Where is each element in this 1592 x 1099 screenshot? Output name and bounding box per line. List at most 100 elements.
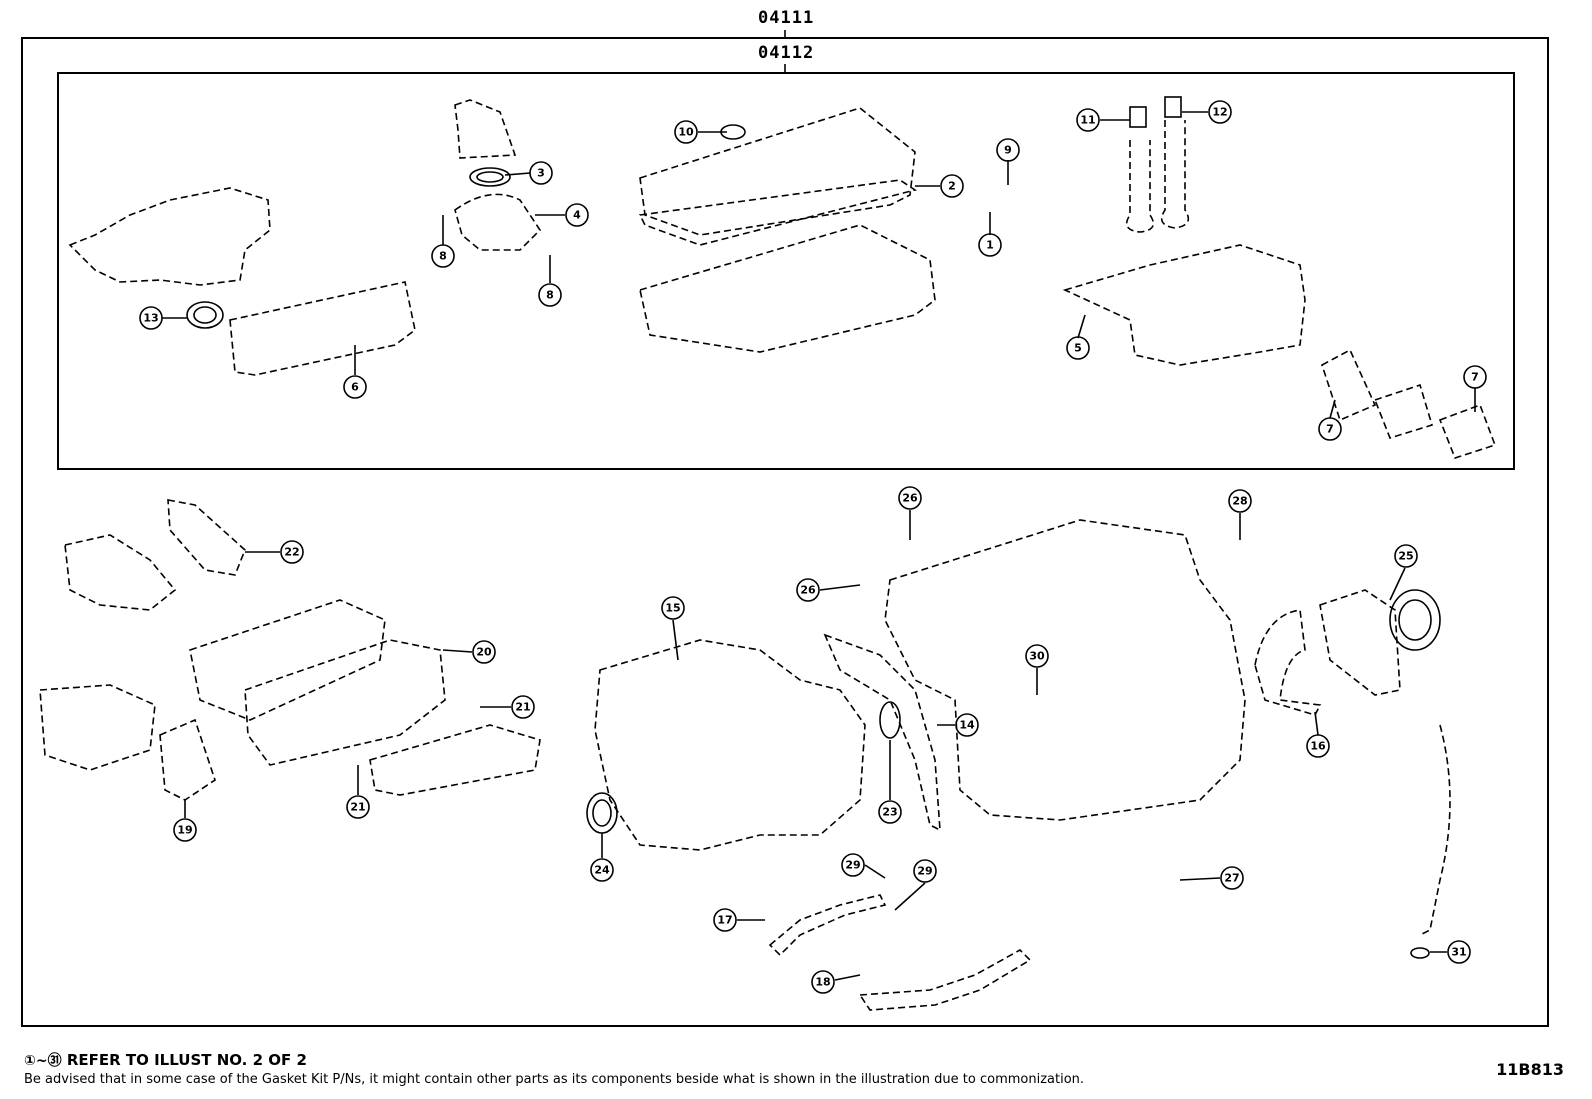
part-outlines <box>39 99 1497 1011</box>
seal-24 <box>586 792 618 834</box>
callout-label: 1 <box>986 239 994 252</box>
disclaimer-text: Be advised that in some case of the Gask… <box>24 1072 1085 1087</box>
kit-number-inner: 04112 <box>758 43 815 63</box>
oil-cooler <box>369 724 541 796</box>
callout-label: 5 <box>1074 342 1082 355</box>
refer-text: REFER TO ILLUST NO. 2 OF 2 <box>66 1051 307 1069</box>
dipstick <box>1419 724 1451 936</box>
callout-label: 25 <box>1398 550 1413 563</box>
refer-range: ①~㉛ <box>24 1053 62 1069</box>
callout-28 <box>1228 489 1252 513</box>
water-pump-top <box>454 193 542 251</box>
callout-label: 20 <box>476 646 492 659</box>
callout-30 <box>1025 644 1049 668</box>
callout-18 <box>811 970 835 994</box>
callout-13 <box>139 306 163 330</box>
callout-label: 30 <box>1029 650 1045 663</box>
callout-label: 10 <box>678 126 694 139</box>
callout-22 <box>280 540 304 564</box>
oil-pipe <box>768 894 887 957</box>
seal-3 <box>469 167 511 187</box>
callout-label: 3 <box>537 167 545 180</box>
callout-label: 26 <box>800 584 816 597</box>
callout-label: 8 <box>439 250 447 263</box>
callout-label: 7 <box>1471 371 1479 384</box>
callout-label: 24 <box>594 864 610 877</box>
callout-label: 26 <box>902 492 918 505</box>
callout-10 <box>674 120 698 144</box>
outer-kit-frame <box>21 37 1549 1027</box>
callout-label: 8 <box>546 289 554 302</box>
callout-12 <box>1208 100 1232 124</box>
callout-14 <box>955 713 979 737</box>
water-pump <box>64 534 177 611</box>
callout-circles <box>139 100 1487 994</box>
callout-label: 31 <box>1451 946 1466 959</box>
callout-7a <box>1318 417 1342 441</box>
callout-label: 22 <box>284 546 299 559</box>
timing-housing <box>594 639 866 851</box>
seal-25 <box>1389 589 1441 651</box>
callout-16 <box>1306 734 1330 758</box>
seal-23 <box>879 701 901 739</box>
callout-label: 9 <box>1004 144 1012 157</box>
callout-label: 29 <box>917 865 932 878</box>
stem-seal-11 <box>1129 106 1147 128</box>
callout-label: 27 <box>1224 872 1239 885</box>
callout-21b <box>346 795 370 819</box>
timing-cover-upper <box>189 599 386 721</box>
callout-27 <box>1220 866 1244 890</box>
callout-2 <box>940 174 964 198</box>
callout-label: 2 <box>948 180 956 193</box>
inner-kit-frame <box>57 72 1515 470</box>
timing-cover-gasket <box>244 639 446 766</box>
water-outlet <box>454 99 517 159</box>
seals <box>186 96 1441 959</box>
cylinder-head <box>639 224 936 353</box>
manifold-left <box>68 187 271 286</box>
manifold-right <box>1062 244 1306 366</box>
callout-label: 12 <box>1212 106 1227 119</box>
valve-1 <box>1125 140 1155 233</box>
turbo-gasket-2 <box>1438 403 1497 459</box>
seal-13 <box>186 301 224 329</box>
callout-19 <box>173 818 197 842</box>
rear-seal-gasket <box>1254 609 1322 716</box>
callout-label: 17 <box>717 914 732 927</box>
callout-4 <box>565 203 589 227</box>
oil-strainer <box>858 949 1032 1011</box>
refer-note: ①~㉛ REFER TO ILLUST NO. 2 OF 2 <box>24 1050 307 1070</box>
callout-5 <box>1066 336 1090 360</box>
turbo-gasket <box>1321 348 1377 422</box>
callout-7b <box>1463 365 1487 389</box>
callout-1 <box>978 233 1002 257</box>
seal-31 <box>1410 947 1430 959</box>
callout-29b <box>913 859 937 883</box>
callout-label: 18 <box>815 976 830 989</box>
rear-seal-retainer <box>1319 589 1401 696</box>
callout-15 <box>661 596 685 620</box>
head-cover <box>639 107 916 236</box>
callout-label: 21 <box>515 701 530 714</box>
callout-8b <box>538 283 562 307</box>
callout-29a <box>841 853 865 877</box>
callout-label: 15 <box>665 602 680 615</box>
callout-3 <box>529 161 553 185</box>
callout-label: 6 <box>351 381 359 394</box>
timing-gasket <box>823 633 941 832</box>
callout-label: 4 <box>573 209 581 222</box>
callout-31 <box>1447 940 1471 964</box>
callout-6 <box>343 375 367 399</box>
callout-label: 14 <box>959 719 975 732</box>
head-cover-gasket <box>638 179 917 246</box>
valve-2 <box>1160 120 1190 229</box>
callout-17 <box>713 908 737 932</box>
kit-number-outer: 04111 <box>758 8 815 28</box>
illustration-code: 11B813 <box>1496 1060 1564 1079</box>
pump-gasket <box>167 499 246 576</box>
callout-8a <box>431 244 455 268</box>
leader-lines <box>162 111 1476 981</box>
callout-label: 21 <box>350 801 365 814</box>
callout-11 <box>1076 108 1100 132</box>
